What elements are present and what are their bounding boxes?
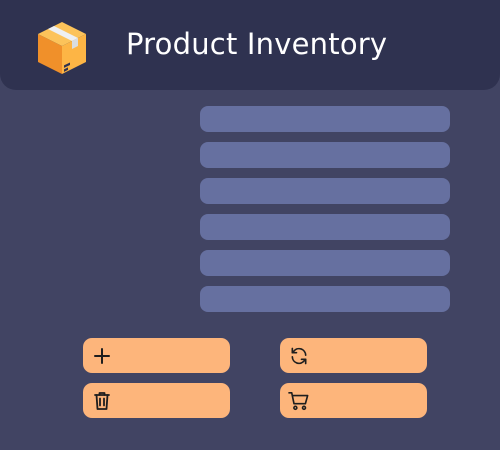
cart-button[interactable] [280, 383, 427, 418]
page-title: Product Inventory [126, 27, 388, 61]
field-2[interactable] [200, 142, 450, 168]
field-3[interactable] [200, 178, 450, 204]
add-button[interactable] [83, 338, 230, 373]
refresh-icon [288, 345, 310, 367]
field-6[interactable] [200, 286, 450, 312]
field-4[interactable] [200, 214, 450, 240]
plus-icon [91, 345, 113, 367]
input-form [200, 106, 450, 322]
header-bar: Product Inventory [0, 0, 500, 90]
refresh-button[interactable] [280, 338, 427, 373]
trash-icon [91, 390, 113, 412]
field-5[interactable] [200, 250, 450, 276]
cart-icon [288, 390, 310, 412]
field-1[interactable] [200, 106, 450, 132]
package-box-icon [38, 22, 86, 74]
delete-button[interactable] [83, 383, 230, 418]
